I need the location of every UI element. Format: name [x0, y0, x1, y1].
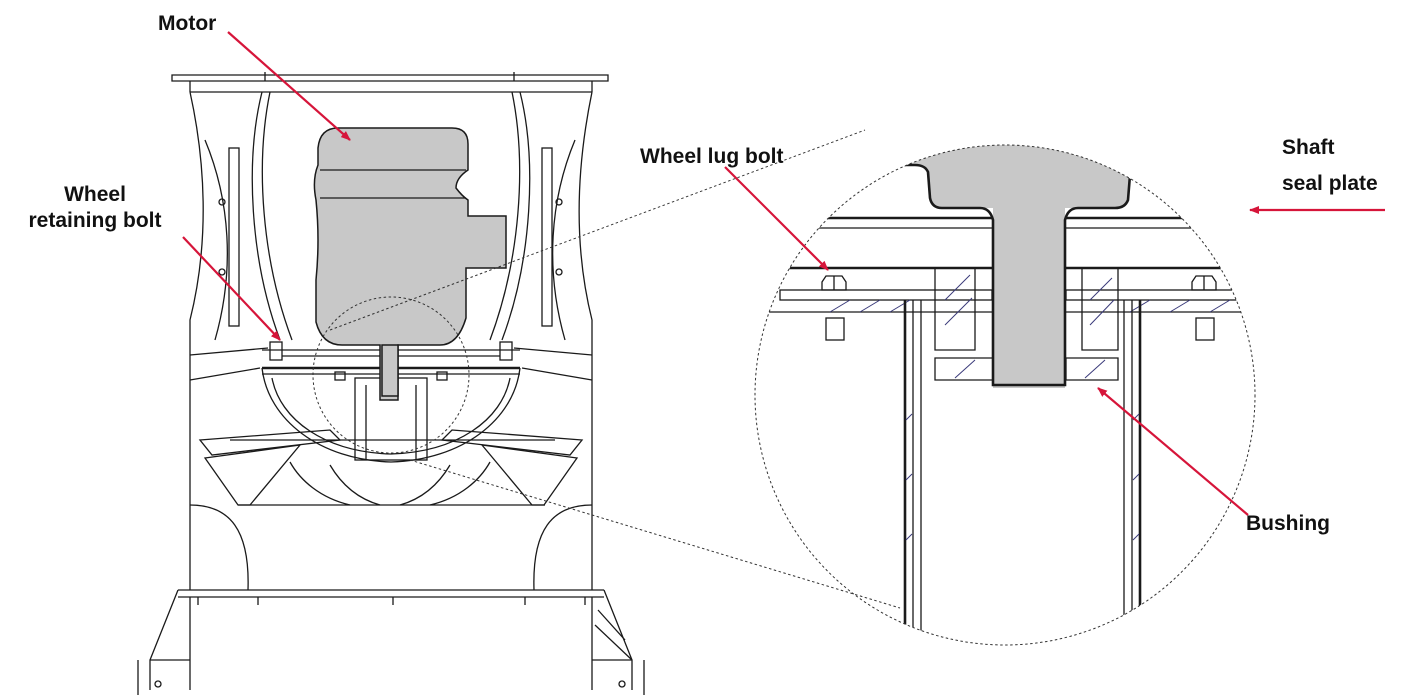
motor-arrow: [227, 31, 351, 141]
wheel-retaining-bolt-arrow: [182, 236, 281, 341]
callout-arrows: [182, 31, 1385, 516]
fan-housing: [137, 72, 645, 695]
shaft-seal-plate-label-line2: seal plate: [1282, 172, 1378, 195]
detail-marker-circle: [312, 296, 470, 454]
detail-view-boundary: [754, 144, 1256, 646]
projection-line-bottom: [409, 459, 901, 609]
wheel-retaining-bolt-label-line1: Wheel: [64, 183, 126, 206]
bushing-label: Bushing: [1246, 512, 1330, 535]
wheel-lug-bolt-arrow: [724, 166, 829, 271]
motor-label: Motor: [158, 12, 216, 35]
wheel-lug-bolt-label: Wheel lug bolt: [640, 145, 783, 168]
projection-line-top: [329, 129, 866, 331]
motor: [313, 127, 507, 401]
bushing-arrow: [1097, 387, 1249, 516]
wheel-retaining-bolt-label-line2: retaining bolt: [29, 209, 162, 232]
detail-view: [754, 144, 1256, 646]
shaft-seal-plate-label-line1: Shaft: [1282, 136, 1335, 159]
labels: Motor Wheel retaining bolt Wheel lug bol…: [29, 12, 1378, 535]
